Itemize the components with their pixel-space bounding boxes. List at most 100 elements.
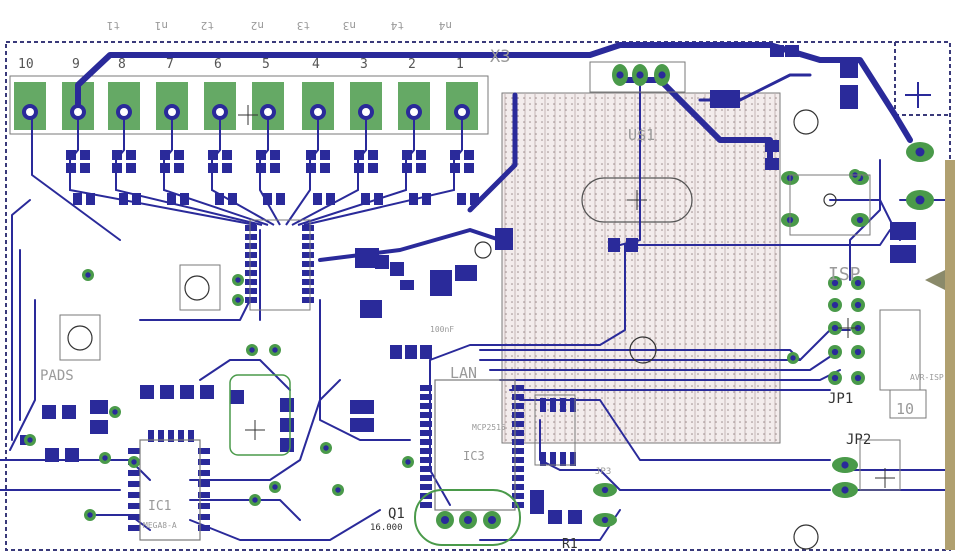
via-hole bbox=[440, 515, 450, 525]
smd-pad bbox=[368, 163, 378, 173]
smd-pad bbox=[512, 484, 524, 490]
smd-pad bbox=[450, 150, 460, 160]
avr-isp-label: AVR-ISP bbox=[910, 373, 944, 382]
smd-pad bbox=[126, 150, 136, 160]
terminal-hole-center bbox=[74, 108, 82, 116]
ic1-part: MEGA8-A bbox=[143, 521, 177, 530]
smd-pad bbox=[302, 225, 314, 231]
smd-pad bbox=[350, 400, 374, 414]
smd-pad bbox=[420, 385, 432, 391]
smd-pad bbox=[405, 345, 417, 359]
smd-pad bbox=[174, 163, 184, 173]
smd-pad bbox=[256, 163, 266, 173]
smd-pad bbox=[402, 150, 412, 160]
crystal-value: 16.000 bbox=[370, 523, 403, 533]
smd-pad bbox=[512, 475, 524, 481]
smd-pad bbox=[420, 502, 432, 508]
smd-pad bbox=[420, 430, 432, 436]
smd-pad bbox=[765, 158, 779, 170]
smd-pad bbox=[464, 150, 474, 160]
smd-pad bbox=[420, 412, 432, 418]
smd-pad bbox=[45, 448, 59, 462]
smd-pad bbox=[560, 452, 566, 466]
smd-pad bbox=[550, 452, 556, 466]
r1-label: R1 bbox=[562, 537, 578, 552]
top-net-label: t1 bbox=[107, 19, 120, 32]
terminal-number: 4 bbox=[312, 57, 320, 72]
ic3-label: IC3 bbox=[463, 449, 485, 463]
smd-pad bbox=[198, 448, 210, 454]
smd-pad bbox=[422, 193, 431, 205]
smd-pad bbox=[374, 193, 383, 205]
smd-pad bbox=[420, 394, 432, 400]
smd-pad bbox=[306, 163, 316, 173]
via-hole bbox=[841, 461, 849, 469]
smd-pad bbox=[80, 163, 90, 173]
smd-pad bbox=[560, 398, 566, 412]
pads-label: PADS bbox=[40, 368, 74, 384]
terminal-hole-center bbox=[410, 108, 418, 116]
smd-pad bbox=[168, 430, 174, 442]
smd-pad bbox=[626, 238, 638, 252]
smd-pad bbox=[256, 150, 266, 160]
smd-pad bbox=[464, 163, 474, 173]
smd-pad bbox=[400, 280, 414, 290]
smd-pad bbox=[128, 481, 140, 487]
via-hole bbox=[831, 324, 839, 332]
via-hole bbox=[790, 355, 796, 361]
smd-pad bbox=[530, 490, 544, 514]
via-hole bbox=[102, 455, 108, 461]
smd-pad bbox=[512, 448, 524, 454]
smd-pad bbox=[512, 439, 524, 445]
smd-pad-group bbox=[20, 45, 916, 531]
smd-pad bbox=[390, 345, 402, 359]
smd-pad bbox=[228, 193, 237, 205]
smd-pad bbox=[302, 261, 314, 267]
smd-pad bbox=[66, 163, 76, 173]
via-hole bbox=[915, 147, 925, 157]
smd-pad bbox=[354, 163, 364, 173]
smd-pad bbox=[550, 398, 556, 412]
via-hole bbox=[854, 301, 862, 309]
via-hole bbox=[272, 347, 278, 353]
smd-pad bbox=[420, 466, 432, 472]
smd-pad bbox=[570, 398, 576, 412]
smd-pad bbox=[420, 345, 432, 359]
smd-pad bbox=[215, 193, 224, 205]
cap-value-label: 100nF bbox=[430, 325, 454, 334]
smd-pad bbox=[263, 193, 272, 205]
smd-pad bbox=[208, 163, 218, 173]
smd-pad bbox=[198, 492, 210, 498]
smd-pad bbox=[420, 439, 432, 445]
smd-pad bbox=[470, 193, 479, 205]
smd-pad bbox=[245, 225, 257, 231]
via-hole bbox=[272, 484, 278, 490]
via-hole bbox=[854, 279, 862, 287]
terminal-number: 7 bbox=[166, 57, 174, 72]
smd-pad bbox=[280, 438, 294, 452]
smd-pad bbox=[66, 150, 76, 160]
smd-pad bbox=[306, 150, 316, 160]
smd-pad bbox=[222, 150, 232, 160]
smd-pad bbox=[302, 297, 314, 303]
smd-pad bbox=[361, 193, 370, 205]
via-hole bbox=[249, 347, 255, 353]
smd-pad bbox=[208, 150, 218, 160]
smd-pad bbox=[302, 234, 314, 240]
terminal-hole-center bbox=[26, 108, 34, 116]
ic3-part: MCP2515 bbox=[472, 423, 506, 432]
regulator-label: U$1 bbox=[628, 126, 655, 144]
smd-pad bbox=[42, 405, 56, 419]
via-hole bbox=[131, 459, 137, 465]
smd-pad bbox=[132, 193, 141, 205]
smd-pad bbox=[112, 163, 122, 173]
via-hole bbox=[658, 71, 666, 79]
smd-pad bbox=[368, 150, 378, 160]
terminal-hole-center bbox=[120, 108, 128, 116]
smd-pad bbox=[222, 163, 232, 173]
smd-pad bbox=[188, 430, 194, 442]
smd-pad bbox=[148, 430, 154, 442]
trace-network bbox=[0, 42, 951, 541]
smd-pad bbox=[80, 150, 90, 160]
